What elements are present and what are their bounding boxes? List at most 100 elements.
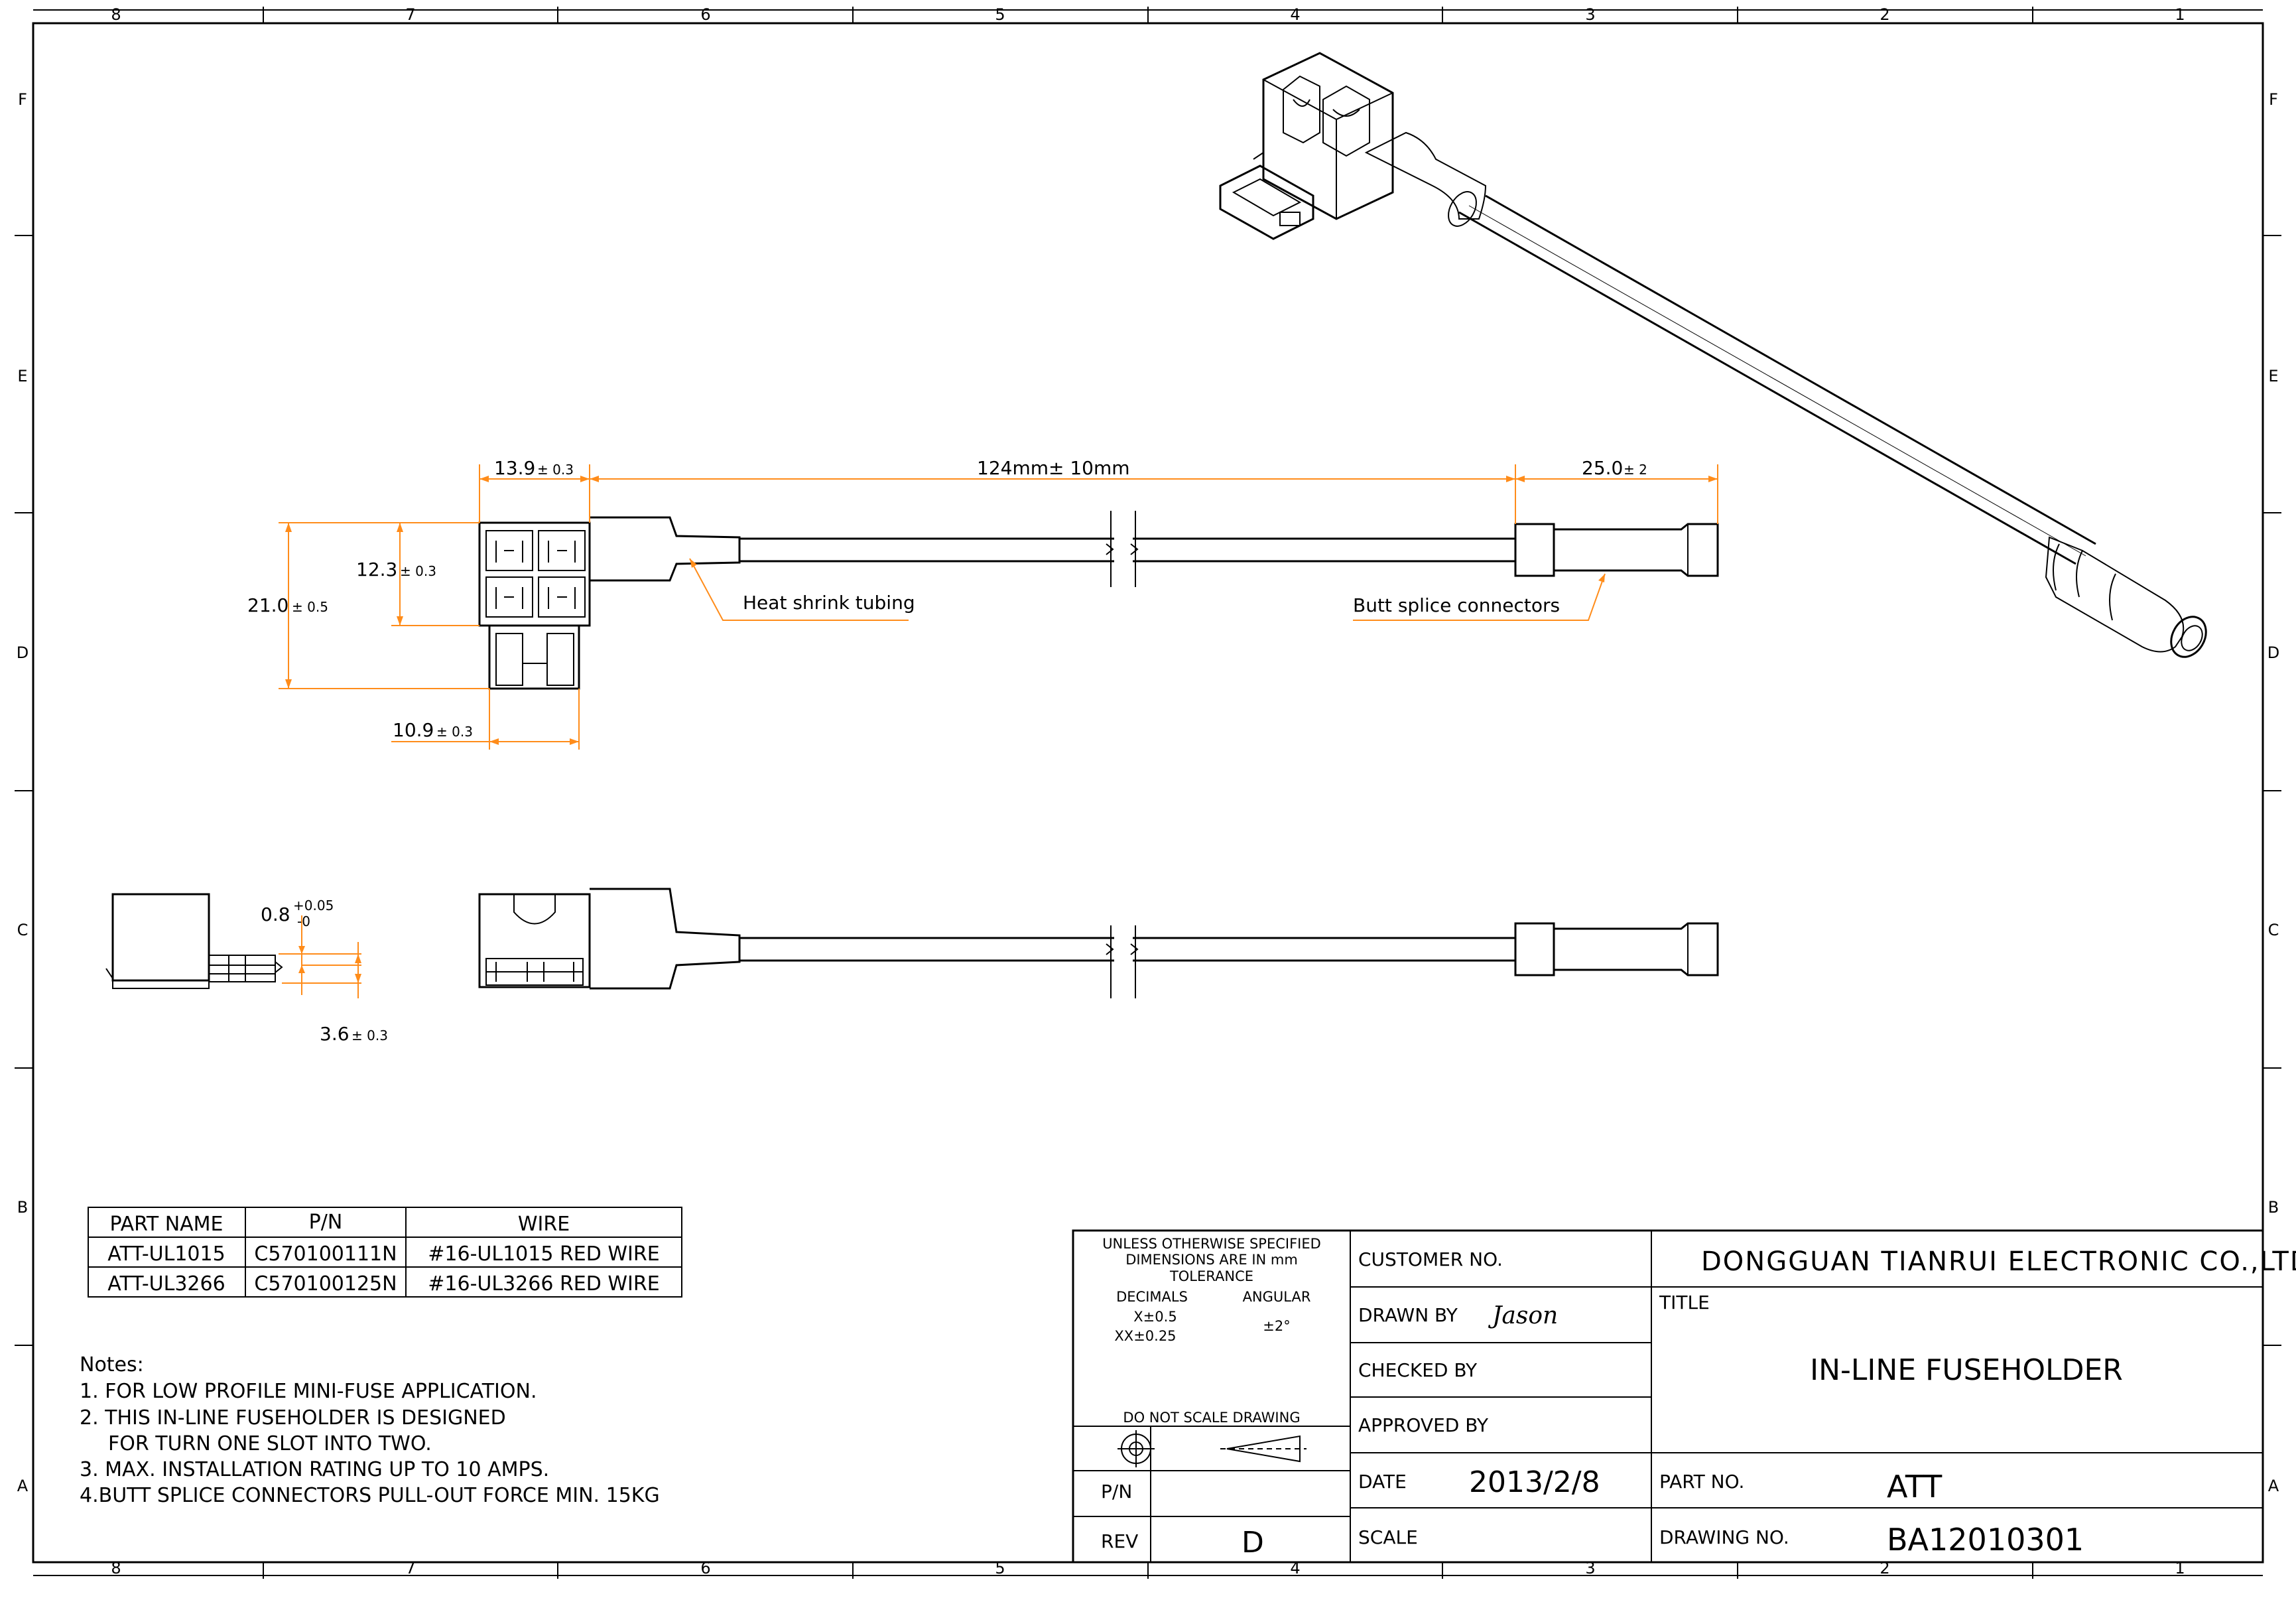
column-labels-bottom: 8 7 6 5 4 3 2 1 bbox=[111, 1559, 2185, 1577]
table-header: P/N bbox=[309, 1211, 343, 1234]
note-line: 3. MAX. INSTALLATION RATING UP TO 10 AMP… bbox=[80, 1458, 549, 1481]
dim-13-9: 13.9 bbox=[494, 457, 535, 479]
dim-13-9-tol: ± 0.3 bbox=[537, 462, 574, 478]
customer-no-label: CUSTOMER NO. bbox=[1358, 1248, 1503, 1270]
note-line: 2. THIS IN-LINE FUSEHOLDER IS DESIGNED bbox=[80, 1406, 506, 1430]
col-label: 5 bbox=[995, 1559, 1005, 1577]
drawing-title: IN-LINE FUSEHOLDER bbox=[1810, 1353, 2123, 1387]
col-label: 4 bbox=[1290, 1559, 1300, 1577]
rev-label: REV bbox=[1101, 1530, 1138, 1552]
date-label: DATE bbox=[1358, 1471, 1407, 1493]
notes: Notes: 1. FOR LOW PROFILE MINI-FUSE APPL… bbox=[80, 1353, 660, 1507]
note-line: 4.BUTT SPLICE CONNECTORS PULL-OUT FORCE … bbox=[80, 1484, 660, 1507]
row-label: B bbox=[2268, 1198, 2279, 1217]
col-label: 2 bbox=[1880, 5, 1889, 24]
row-label: E bbox=[17, 367, 27, 385]
callout-butt-splice: Butt splice connectors bbox=[1353, 594, 1560, 616]
table-cell: C570100111N bbox=[254, 1242, 397, 1266]
col-label: 8 bbox=[111, 1559, 121, 1577]
col-label: 8 bbox=[111, 5, 121, 24]
tolerance-note: DIMENSIONS ARE IN mm bbox=[1125, 1252, 1298, 1268]
dimension-lines bbox=[279, 464, 1718, 998]
row-labels-left: F E D C B A bbox=[17, 90, 29, 1495]
row-label: F bbox=[18, 90, 27, 109]
dim-21-0: 21.0 bbox=[247, 594, 288, 616]
column-labels-top: 8 7 6 5 4 3 2 1 bbox=[111, 5, 2185, 24]
row-label: E bbox=[2268, 367, 2278, 385]
dim-25-0-tol: ± 2 bbox=[1624, 462, 1647, 478]
end-view bbox=[105, 893, 283, 989]
checked-by-label: CHECKED BY bbox=[1358, 1359, 1478, 1381]
table-cell: C570100125N bbox=[254, 1272, 397, 1296]
xx-tolerance: XX±0.25 bbox=[1114, 1328, 1176, 1344]
row-label: C bbox=[17, 921, 29, 939]
table-cell: ATT-UL3266 bbox=[107, 1272, 225, 1296]
dim-12-3: 12.3 bbox=[356, 559, 397, 580]
dim-21-0-tol: ± 0.5 bbox=[292, 599, 328, 615]
table-cell: #16-UL3266 RED WIRE bbox=[428, 1272, 659, 1296]
decimals-label: DECIMALS bbox=[1116, 1289, 1188, 1305]
callout-heat-shrink: Heat shrink tubing bbox=[743, 592, 915, 614]
col-label: 2 bbox=[1880, 1559, 1889, 1577]
angular-tolerance: ±2° bbox=[1263, 1318, 1290, 1334]
title-block: UNLESS OTHERWISE SPECIFIED DIMENSIONS AR… bbox=[1072, 1229, 2296, 1564]
row-labels-right: F E D C B A bbox=[2267, 90, 2279, 1495]
dim-3-6-tol: ± 0.3 bbox=[351, 1028, 388, 1043]
row-label: D bbox=[17, 643, 29, 662]
col-label: 1 bbox=[2175, 5, 2185, 24]
notes-title: Notes: bbox=[80, 1353, 144, 1376]
dim-25-0: 25.0 bbox=[1582, 457, 1623, 479]
company-name: DONGGUAN TIANRUI ELECTRONIC CO.,LTD. bbox=[1701, 1246, 2296, 1277]
col-label: 7 bbox=[405, 1559, 415, 1577]
dimension-text: 13.9 ± 0.3 124mm± 10mm 25.0 ± 2 12.3 ± 0… bbox=[247, 457, 1647, 1045]
x-tolerance: X±0.5 bbox=[1133, 1309, 1177, 1325]
note-line: FOR TURN ONE SLOT INTO TWO. bbox=[108, 1432, 432, 1455]
table-header: WIRE bbox=[518, 1213, 570, 1236]
isometric-view bbox=[1219, 52, 2207, 658]
table-cell: #16-UL1015 RED WIRE bbox=[428, 1242, 659, 1266]
note-line: 1. FOR LOW PROFILE MINI-FUSE APPLICATION… bbox=[80, 1380, 537, 1403]
row-label: A bbox=[17, 1477, 29, 1495]
row-label: D bbox=[2267, 643, 2279, 662]
table-cell: ATT-UL1015 bbox=[107, 1242, 225, 1266]
drawn-by-signature: Jason bbox=[1488, 1302, 1558, 1329]
title-label: TITLE bbox=[1659, 1292, 1710, 1313]
table-header: PART NAME bbox=[109, 1213, 223, 1236]
drawn-by-label: DRAWN BY bbox=[1358, 1304, 1458, 1326]
angular-label: ANGULAR bbox=[1243, 1289, 1311, 1305]
tolerance-note: TOLERANCE bbox=[1169, 1268, 1253, 1284]
part-no-label: PART NO. bbox=[1659, 1471, 1744, 1493]
col-label: 7 bbox=[405, 5, 415, 24]
dim-10-9: 10.9 bbox=[393, 719, 434, 741]
col-label: 4 bbox=[1290, 5, 1300, 24]
dim-0-8-tol-dn: -0 bbox=[297, 913, 310, 929]
dim-10-9-tol: ± 0.3 bbox=[436, 724, 473, 740]
tolerance-note: UNLESS OTHERWISE SPECIFIED bbox=[1102, 1236, 1321, 1252]
col-label: 5 bbox=[995, 5, 1005, 24]
dim-124mm: 124mm± 10mm bbox=[977, 457, 1130, 479]
row-label: C bbox=[2268, 921, 2279, 939]
side-view bbox=[478, 888, 1719, 998]
row-label: F bbox=[2269, 90, 2278, 109]
col-label: 1 bbox=[2175, 1559, 2185, 1577]
top-view bbox=[478, 511, 1719, 690]
no-scale-note: DO NOT SCALE DRAWING bbox=[1123, 1410, 1300, 1426]
row-label: A bbox=[2268, 1477, 2279, 1495]
approved-by-label: APPROVED BY bbox=[1358, 1414, 1489, 1436]
drawing-no-value: BA12010301 bbox=[1887, 1522, 2084, 1558]
row-label: B bbox=[17, 1198, 28, 1217]
col-label: 6 bbox=[700, 5, 710, 24]
pn-label: P/N bbox=[1101, 1481, 1132, 1503]
dim-0-8: 0.8 bbox=[261, 903, 290, 925]
rev-value: D bbox=[1242, 1526, 1264, 1560]
col-label: 3 bbox=[1585, 1559, 1595, 1577]
drawing-no-label: DRAWING NO. bbox=[1659, 1526, 1789, 1548]
dim-12-3-tol: ± 0.3 bbox=[400, 563, 436, 579]
scale-label: SCALE bbox=[1358, 1526, 1418, 1548]
parts-table: PART NAME P/N WIRE ATT-UL1015 C570100111… bbox=[88, 1207, 682, 1298]
col-label: 6 bbox=[700, 1559, 710, 1577]
date-value: 2013/2/8 bbox=[1469, 1465, 1600, 1499]
dim-0-8-tol-up: +0.05 bbox=[293, 898, 334, 913]
dim-3-6: 3.6 bbox=[320, 1023, 350, 1045]
